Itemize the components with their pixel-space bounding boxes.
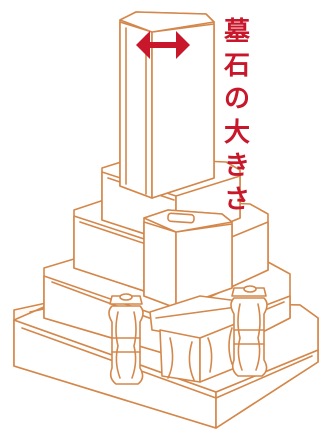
caption-char: さ: [223, 184, 250, 215]
size-caption: 墓石の大きさ: [222, 16, 252, 217]
caption-char: 石: [223, 50, 250, 81]
caption-text: 墓石の大きさ: [222, 16, 252, 217]
caption-char: き: [223, 151, 250, 181]
caption-char: 大: [223, 117, 250, 148]
gravestone-outline: [13, 11, 319, 429]
caption-char: の: [223, 84, 250, 114]
width-arrow-icon: [136, 31, 190, 59]
caption-char: 墓: [223, 17, 250, 47]
